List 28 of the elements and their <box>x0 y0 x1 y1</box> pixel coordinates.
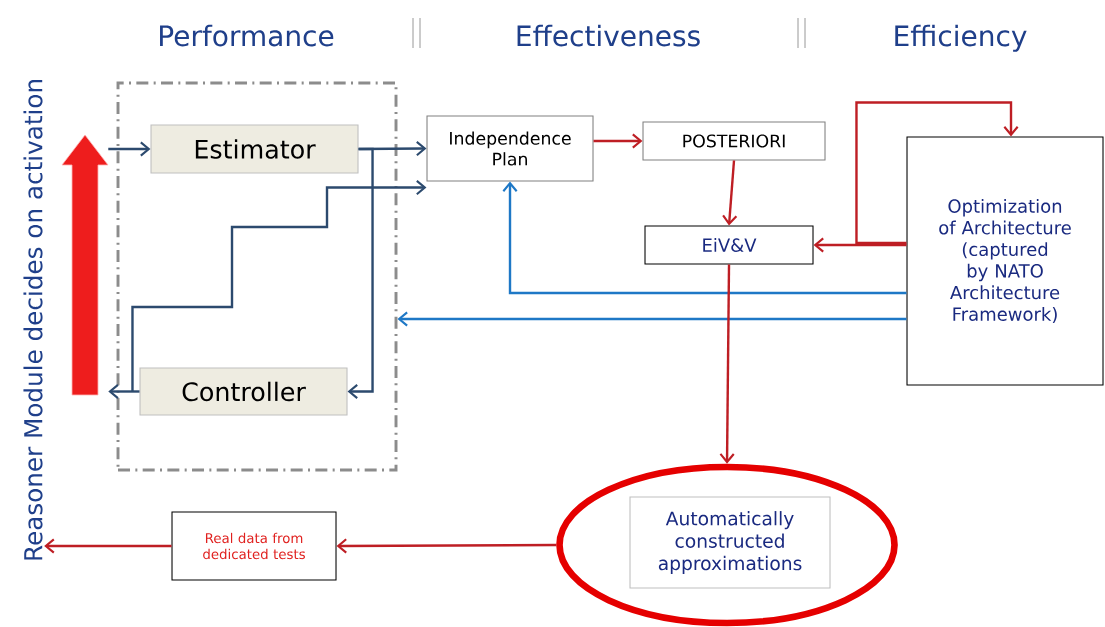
arrow <box>108 384 140 399</box>
arrow <box>722 160 738 226</box>
arrow <box>813 237 907 253</box>
column-heading: Efficiency <box>895 24 1027 52</box>
arrow <box>397 311 907 327</box>
ellipse-outline <box>556 463 898 627</box>
arrow <box>347 147 374 399</box>
process-box: Optimization of Architecture (captured by NATO Architecture Framework) <box>906 136 1104 386</box>
process-box: POSTERIORI <box>642 121 826 161</box>
process-box: Automatically constructed approximations <box>629 496 831 589</box>
column-heading: Effectiveness <box>517 24 700 47</box>
rotated-label: Reasoner Module decides on activation <box>23 80 43 560</box>
column-heading: Performance <box>160 24 334 47</box>
upward-arrow <box>61 134 109 396</box>
process-box: Controller <box>139 367 348 416</box>
dashed-group-frame <box>116 81 398 472</box>
arrow <box>502 181 907 295</box>
arrow <box>108 141 151 157</box>
arrow <box>593 133 643 149</box>
arrow <box>855 101 1019 245</box>
process-box: EiV&V <box>644 225 814 265</box>
arrow <box>131 180 427 392</box>
process-box: Independence Plan <box>426 115 594 182</box>
arrow <box>44 538 172 554</box>
arrow <box>719 264 735 464</box>
process-box: Real data from dedicated tests <box>171 511 337 581</box>
arrow <box>336 538 557 554</box>
process-box: Estimator <box>150 124 359 174</box>
